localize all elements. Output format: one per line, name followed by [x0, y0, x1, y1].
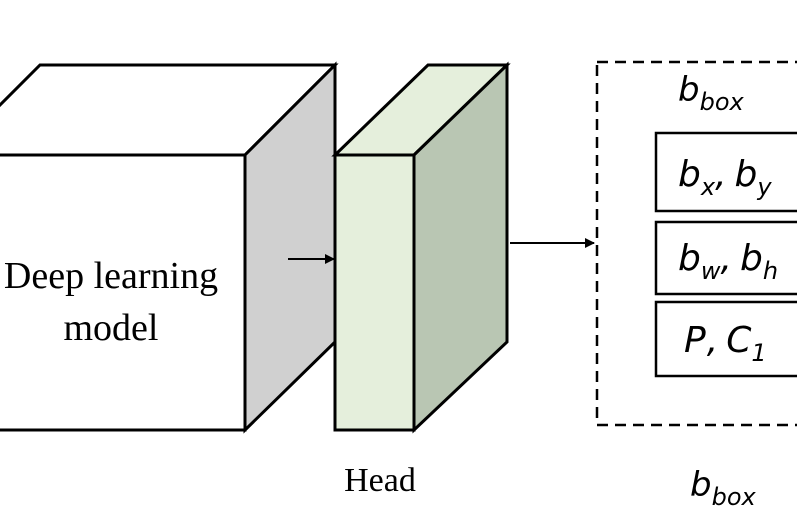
- output-row-2: bw,bh: [654, 220, 797, 296]
- model-label: Deep learning model: [0, 250, 256, 354]
- output-row-1-box: [654, 131, 797, 213]
- model-label-line-2: model: [63, 307, 159, 349]
- output-row-1-text: bx,by: [678, 154, 772, 201]
- output-row-3: P,C1: [654, 300, 797, 378]
- model-front-face: [0, 153, 247, 432]
- output-row-2-text: bw,bh: [678, 238, 778, 285]
- model-block: [0, 61, 339, 434]
- head-front-face: [333, 153, 416, 432]
- output-container: [595, 60, 797, 427]
- output-row-1: bx,by: [654, 131, 797, 213]
- output-row-2-box: [654, 220, 797, 296]
- output-title: bbox: [678, 70, 745, 116]
- output-row-3-text: P,C1: [684, 320, 767, 367]
- output-row-3-box: [654, 300, 797, 378]
- model-label-line-1: Deep learning: [3, 255, 219, 297]
- head-label: Head: [344, 462, 416, 499]
- head-block: [331, 61, 511, 434]
- bottom-bbox-label: bbox: [690, 465, 757, 511]
